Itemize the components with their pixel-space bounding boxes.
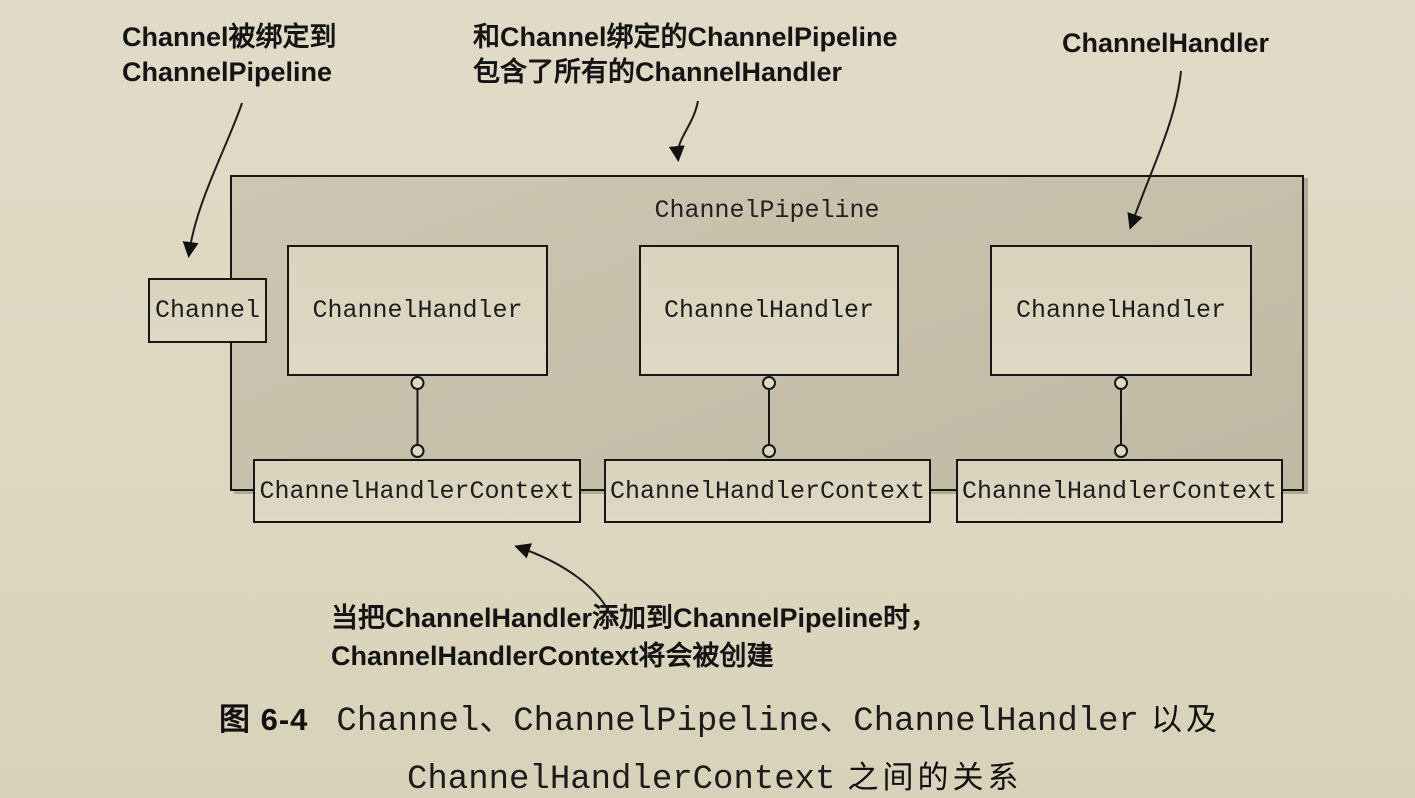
- caption-code-1: Channel、ChannelPipeline、ChannelHandler: [336, 703, 1139, 741]
- annotation-context-creation-line1: 当把ChannelHandler添加到ChannelPipeline时，: [331, 603, 938, 633]
- channelhandlercontext-box-3: ChannelHandlerContext: [956, 459, 1283, 523]
- arrow-to-pipeline-icon: [668, 100, 699, 162]
- channelpipeline-title: ChannelPipeline: [654, 196, 880, 225]
- channel-box: Channel: [148, 278, 267, 343]
- annotation-pipeline-contains-line2: 包含了所有的ChannelHandler: [473, 57, 843, 87]
- channelhandler-box-2: ChannelHandler: [639, 245, 899, 376]
- caption-code-2: ChannelHandlerContext: [407, 761, 836, 798]
- channelhandlercontext-box-1-label: ChannelHandlerContext: [259, 476, 575, 506]
- channelhandlercontext-box-2: ChannelHandlerContext: [604, 459, 931, 523]
- channelhandler-box-1-label: ChannelHandler: [312, 296, 523, 325]
- annotation-channel-binding: Channel被绑定到 ChannelPipeline: [122, 20, 337, 90]
- channel-box-label: Channel: [154, 296, 261, 325]
- annotation-context-creation-line2: ChannelHandlerContext将会被创建: [331, 641, 774, 671]
- channelhandler-box-1: ChannelHandler: [287, 245, 548, 376]
- annotation-channelhandler: ChannelHandler: [1062, 26, 1269, 61]
- annotation-channelhandler-label: ChannelHandler: [1062, 28, 1270, 58]
- channelhandlercontext-box-3-label: ChannelHandlerContext: [961, 476, 1278, 506]
- annotation-pipeline-contains: 和Channel绑定的ChannelPipeline 包含了所有的Channel…: [473, 20, 898, 90]
- figure-number: 图 6-4: [219, 702, 309, 737]
- channelhandler-box-3: ChannelHandler: [990, 245, 1252, 376]
- annotation-channel-binding-line1: Channel被绑定到: [122, 22, 337, 52]
- channelhandler-box-2-label: ChannelHandler: [663, 296, 875, 325]
- annotation-pipeline-contains-line1: 和Channel绑定的ChannelPipeline: [473, 22, 898, 52]
- figure-caption-line2: ChannelHandlerContext 之间的关系: [407, 752, 1022, 798]
- annotation-channel-binding-line2: ChannelPipeline: [122, 57, 333, 87]
- caption-suffix-1: 以及: [1150, 702, 1221, 737]
- annotation-context-creation: 当把ChannelHandler添加到ChannelPipeline时， Cha…: [331, 599, 937, 675]
- channelhandler-box-3-label: ChannelHandler: [1015, 296, 1227, 325]
- caption-suffix-2: 之间的关系: [847, 760, 1023, 795]
- figure-caption-line1: 图 6-4 Channel、ChannelPipeline、ChannelHand…: [219, 691, 1221, 741]
- channelhandlercontext-box-1: ChannelHandlerContext: [253, 459, 581, 523]
- channelhandlercontext-box-2-label: ChannelHandlerContext: [609, 476, 926, 506]
